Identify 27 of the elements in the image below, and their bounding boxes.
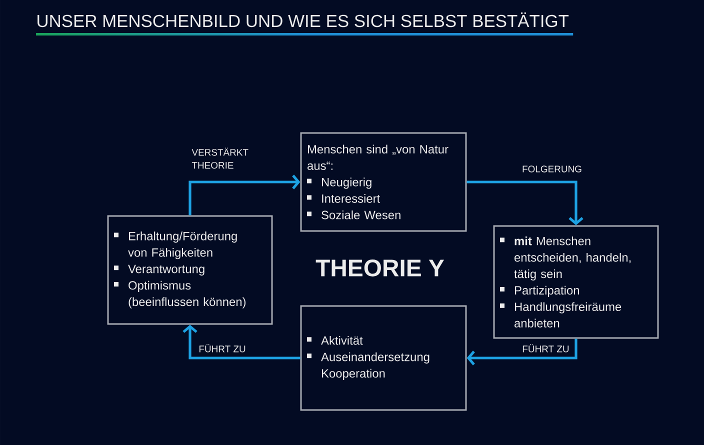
list-item: Erhaltung/Förderung von Fähigkeiten bbox=[128, 232, 237, 260]
text-box bbox=[493, 225, 659, 339]
edge-label: VERSTÄRKT THEORIE bbox=[192, 148, 248, 169]
list-item: Soziale Wesen bbox=[322, 210, 400, 220]
box-heading: Menschen sind „von Natur aus“: bbox=[308, 144, 448, 170]
edge-label: FÜHRT ZU bbox=[200, 344, 246, 352]
list-item: Interessiert bbox=[322, 194, 380, 203]
arrow bbox=[182, 324, 300, 360]
list-item: Auseinandersetzung bbox=[321, 352, 430, 364]
list-item: mit Menschen entscheiden, handeln, tätig sein bbox=[514, 236, 631, 281]
list-item: Aktivität bbox=[321, 336, 363, 345]
diagram-label: THEORIE Y bbox=[316, 260, 444, 276]
list-item: Partizipation bbox=[514, 286, 579, 297]
edge-label: FÜHRT ZU bbox=[522, 344, 569, 352]
arrow bbox=[466, 338, 578, 366]
edge-label: FOLGERUNG bbox=[522, 166, 582, 172]
text-box bbox=[107, 215, 273, 325]
text-box bbox=[300, 132, 467, 232]
list-item: Optimismus (beeinflussen können) bbox=[128, 280, 246, 308]
list-item: Neugierig bbox=[322, 178, 372, 189]
arrow bbox=[188, 174, 300, 216]
list-item: Verantwortung bbox=[128, 264, 204, 276]
text-box bbox=[300, 305, 467, 411]
list-item: Handlungsfreiräume anbieten bbox=[514, 302, 622, 328]
list-item: Kooperation bbox=[322, 368, 385, 380]
arrow bbox=[466, 180, 584, 226]
slide-title: UNSER MENSCHENBILD UND WIE ES SICH SELBST BESTÄTIGT bbox=[38, 12, 569, 28]
